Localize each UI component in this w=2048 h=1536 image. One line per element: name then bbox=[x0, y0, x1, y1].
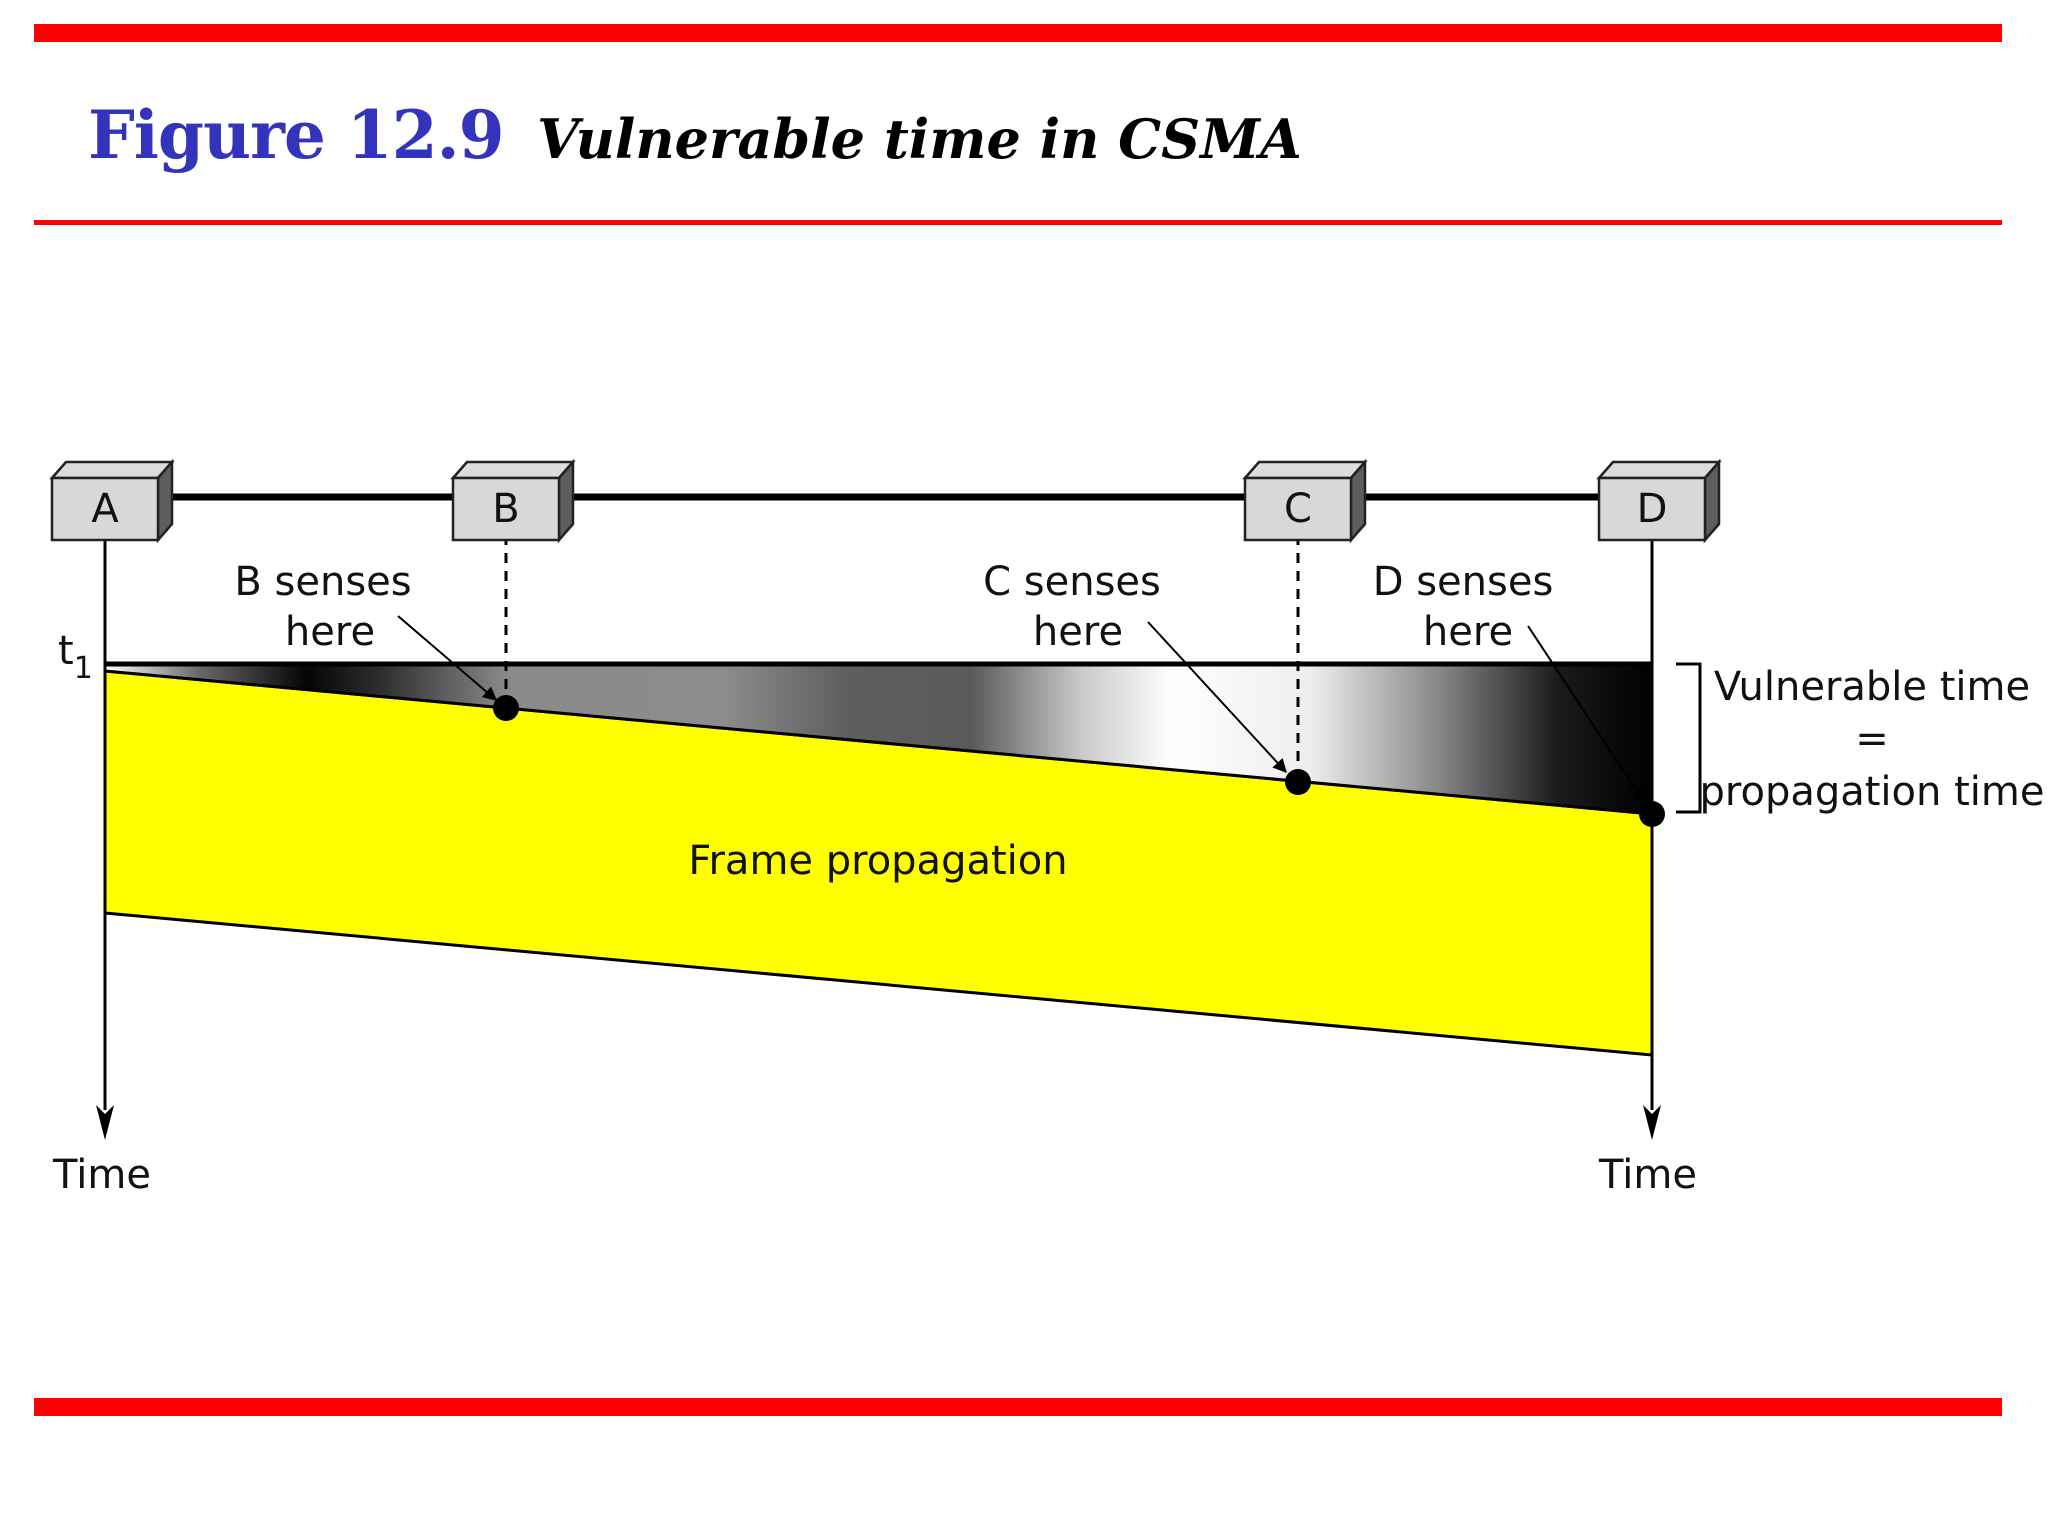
vulnerable-time-line2: = bbox=[1855, 716, 1889, 762]
station-d-label: D bbox=[1637, 486, 1668, 532]
b-senses-line2: here bbox=[285, 609, 375, 655]
time-label-right: Time bbox=[1598, 1152, 1697, 1198]
station-a-label: A bbox=[91, 486, 119, 532]
station-a: A bbox=[49, 458, 175, 544]
b-senses-line1: B senses bbox=[234, 559, 411, 605]
vulnerable-time-bracket bbox=[1676, 662, 1702, 814]
top-red-rule bbox=[34, 24, 2002, 42]
t1-label: t1 bbox=[58, 628, 93, 686]
station-b-front bbox=[451, 476, 561, 542]
vulnerable-time-line3: propagation time bbox=[1700, 769, 2045, 815]
t1-main: t bbox=[58, 628, 74, 674]
d-senses-line2: here bbox=[1423, 609, 1513, 655]
t1-subscript: 1 bbox=[74, 651, 93, 686]
sense-point-d bbox=[1639, 801, 1665, 827]
c-senses-line1: C senses bbox=[983, 559, 1161, 605]
station-c-front bbox=[1243, 476, 1353, 542]
frame-propagation-label: Frame propagation bbox=[688, 838, 1067, 884]
station-b-top bbox=[450, 460, 576, 480]
station-c-top bbox=[1242, 460, 1368, 480]
station-d-front bbox=[1597, 476, 1707, 542]
sense-point-b bbox=[493, 695, 519, 721]
slide-title: Figure 12.9 Vulnerable time in CSMA bbox=[88, 96, 1302, 174]
arrow-c-senses bbox=[1147, 621, 1287, 774]
figure-title: Vulnerable time in CSMA bbox=[537, 107, 1302, 171]
sense-point-c bbox=[1285, 769, 1311, 795]
bottom-red-rule bbox=[34, 1398, 2002, 1416]
d-senses-line1: D senses bbox=[1373, 559, 1554, 605]
station-a-front bbox=[50, 476, 160, 542]
arrow-d-senses bbox=[1527, 625, 1645, 804]
vulnerable-time-line1: Vulnerable time bbox=[1714, 664, 2030, 710]
station-b-label: B bbox=[492, 486, 519, 532]
station-c: C bbox=[1242, 458, 1368, 544]
c-senses-line2: here bbox=[1033, 609, 1123, 655]
time-arrow-d-icon bbox=[1643, 1105, 1661, 1140]
time-label-left: Time bbox=[52, 1152, 151, 1198]
arrow-b-senses bbox=[397, 615, 498, 701]
station-b: B bbox=[450, 458, 576, 544]
figure-number: Figure 12.9 bbox=[88, 96, 505, 174]
station-a-top bbox=[49, 460, 175, 480]
time-arrow-a-icon bbox=[96, 1105, 114, 1140]
station-c-label: C bbox=[1284, 486, 1312, 532]
station-d-top bbox=[1596, 460, 1722, 480]
station-d: D bbox=[1596, 458, 1722, 544]
title-underline-rule bbox=[34, 220, 2002, 225]
